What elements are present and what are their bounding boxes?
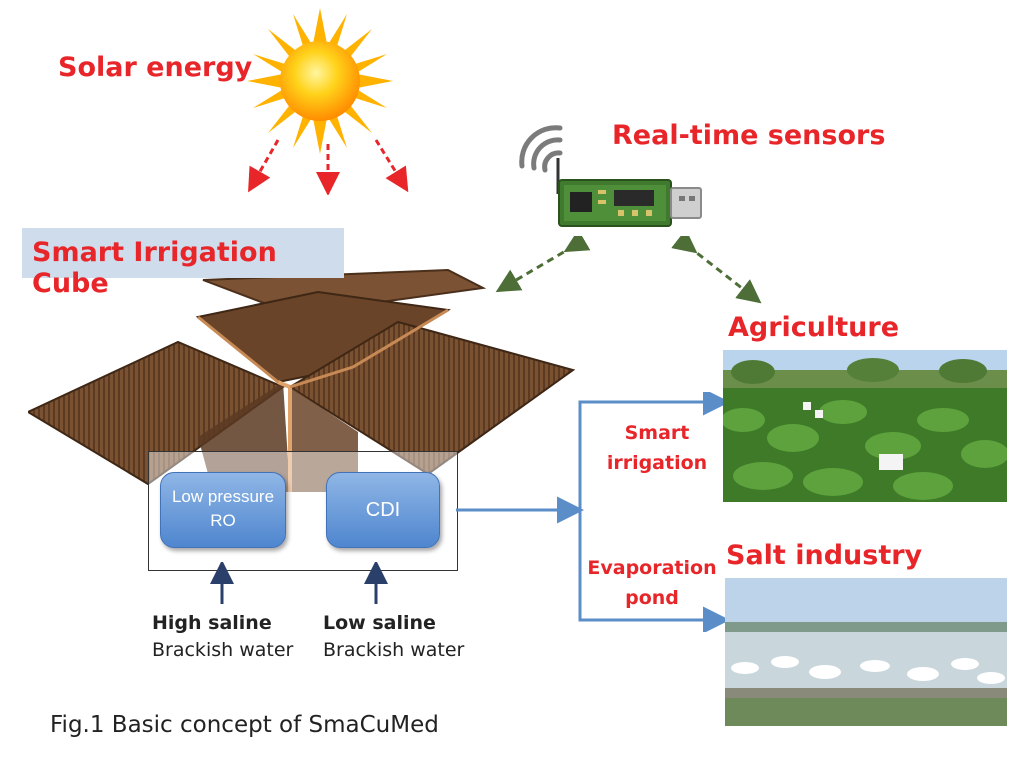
input-arrows: [210, 562, 388, 604]
usb-sensor-icon: [558, 179, 702, 227]
solar-cube-illustration: [28, 268, 576, 492]
agriculture-field-photo: [723, 350, 1007, 502]
ro-line2: RO: [210, 511, 236, 530]
evaporation-line1: Evaporation: [587, 557, 717, 579]
real-time-sensors-label: Real-time sensors: [612, 120, 886, 151]
high-saline-input-label: High saline Brackish water: [152, 610, 293, 664]
evaporation-line2: pond: [625, 587, 679, 609]
sensor-to-agriculture-arrow: [671, 236, 762, 304]
smart-irrigation-label: Smart irrigation: [602, 418, 712, 478]
smart-irrigation-line2: irrigation: [606, 452, 708, 474]
output-arrows: [456, 392, 726, 632]
salt-industry-label: Salt industry: [726, 540, 923, 571]
solar-energy-label: Solar energy: [58, 52, 253, 83]
smart-irrigation-cube-label: Smart Irrigation Cube: [22, 228, 344, 299]
solar-rays-arrows: [248, 139, 409, 195]
solar-ray-arrow-right: [374, 139, 409, 193]
cdi-label: CDI: [365, 499, 401, 521]
low-pressure-ro-module: Low pressure RO: [160, 472, 286, 548]
cdi-module: CDI: [326, 472, 440, 548]
high-saline-title: High saline: [152, 612, 272, 634]
wireless-signal-icon: [519, 125, 563, 194]
branch-to-salt-arrow: [578, 510, 726, 632]
evaporation-pond-label: Evaporation pond: [584, 553, 720, 613]
low-saline-sub: Brackish water: [323, 639, 465, 661]
smart-irrigation-line1: Smart: [624, 422, 690, 444]
sensor-link-arrows: [495, 236, 762, 304]
sun-icon: [247, 8, 393, 154]
sensor-to-cube-arrow: [495, 236, 591, 293]
solar-ray-arrow-left: [248, 139, 280, 193]
agriculture-label: Agriculture: [728, 312, 900, 343]
figure-caption: Fig.1 Basic concept of SmaCuMed: [50, 712, 439, 738]
low-saline-title: Low saline: [323, 612, 436, 634]
ro-line1: Low pressure: [171, 487, 275, 506]
smart-irrigation-cube-text: Smart Irrigation Cube: [32, 237, 277, 299]
low-saline-input-label: Low saline Brackish water: [323, 610, 464, 664]
salt-pond-photo: [725, 578, 1007, 726]
high-saline-sub: Brackish water: [152, 639, 294, 661]
